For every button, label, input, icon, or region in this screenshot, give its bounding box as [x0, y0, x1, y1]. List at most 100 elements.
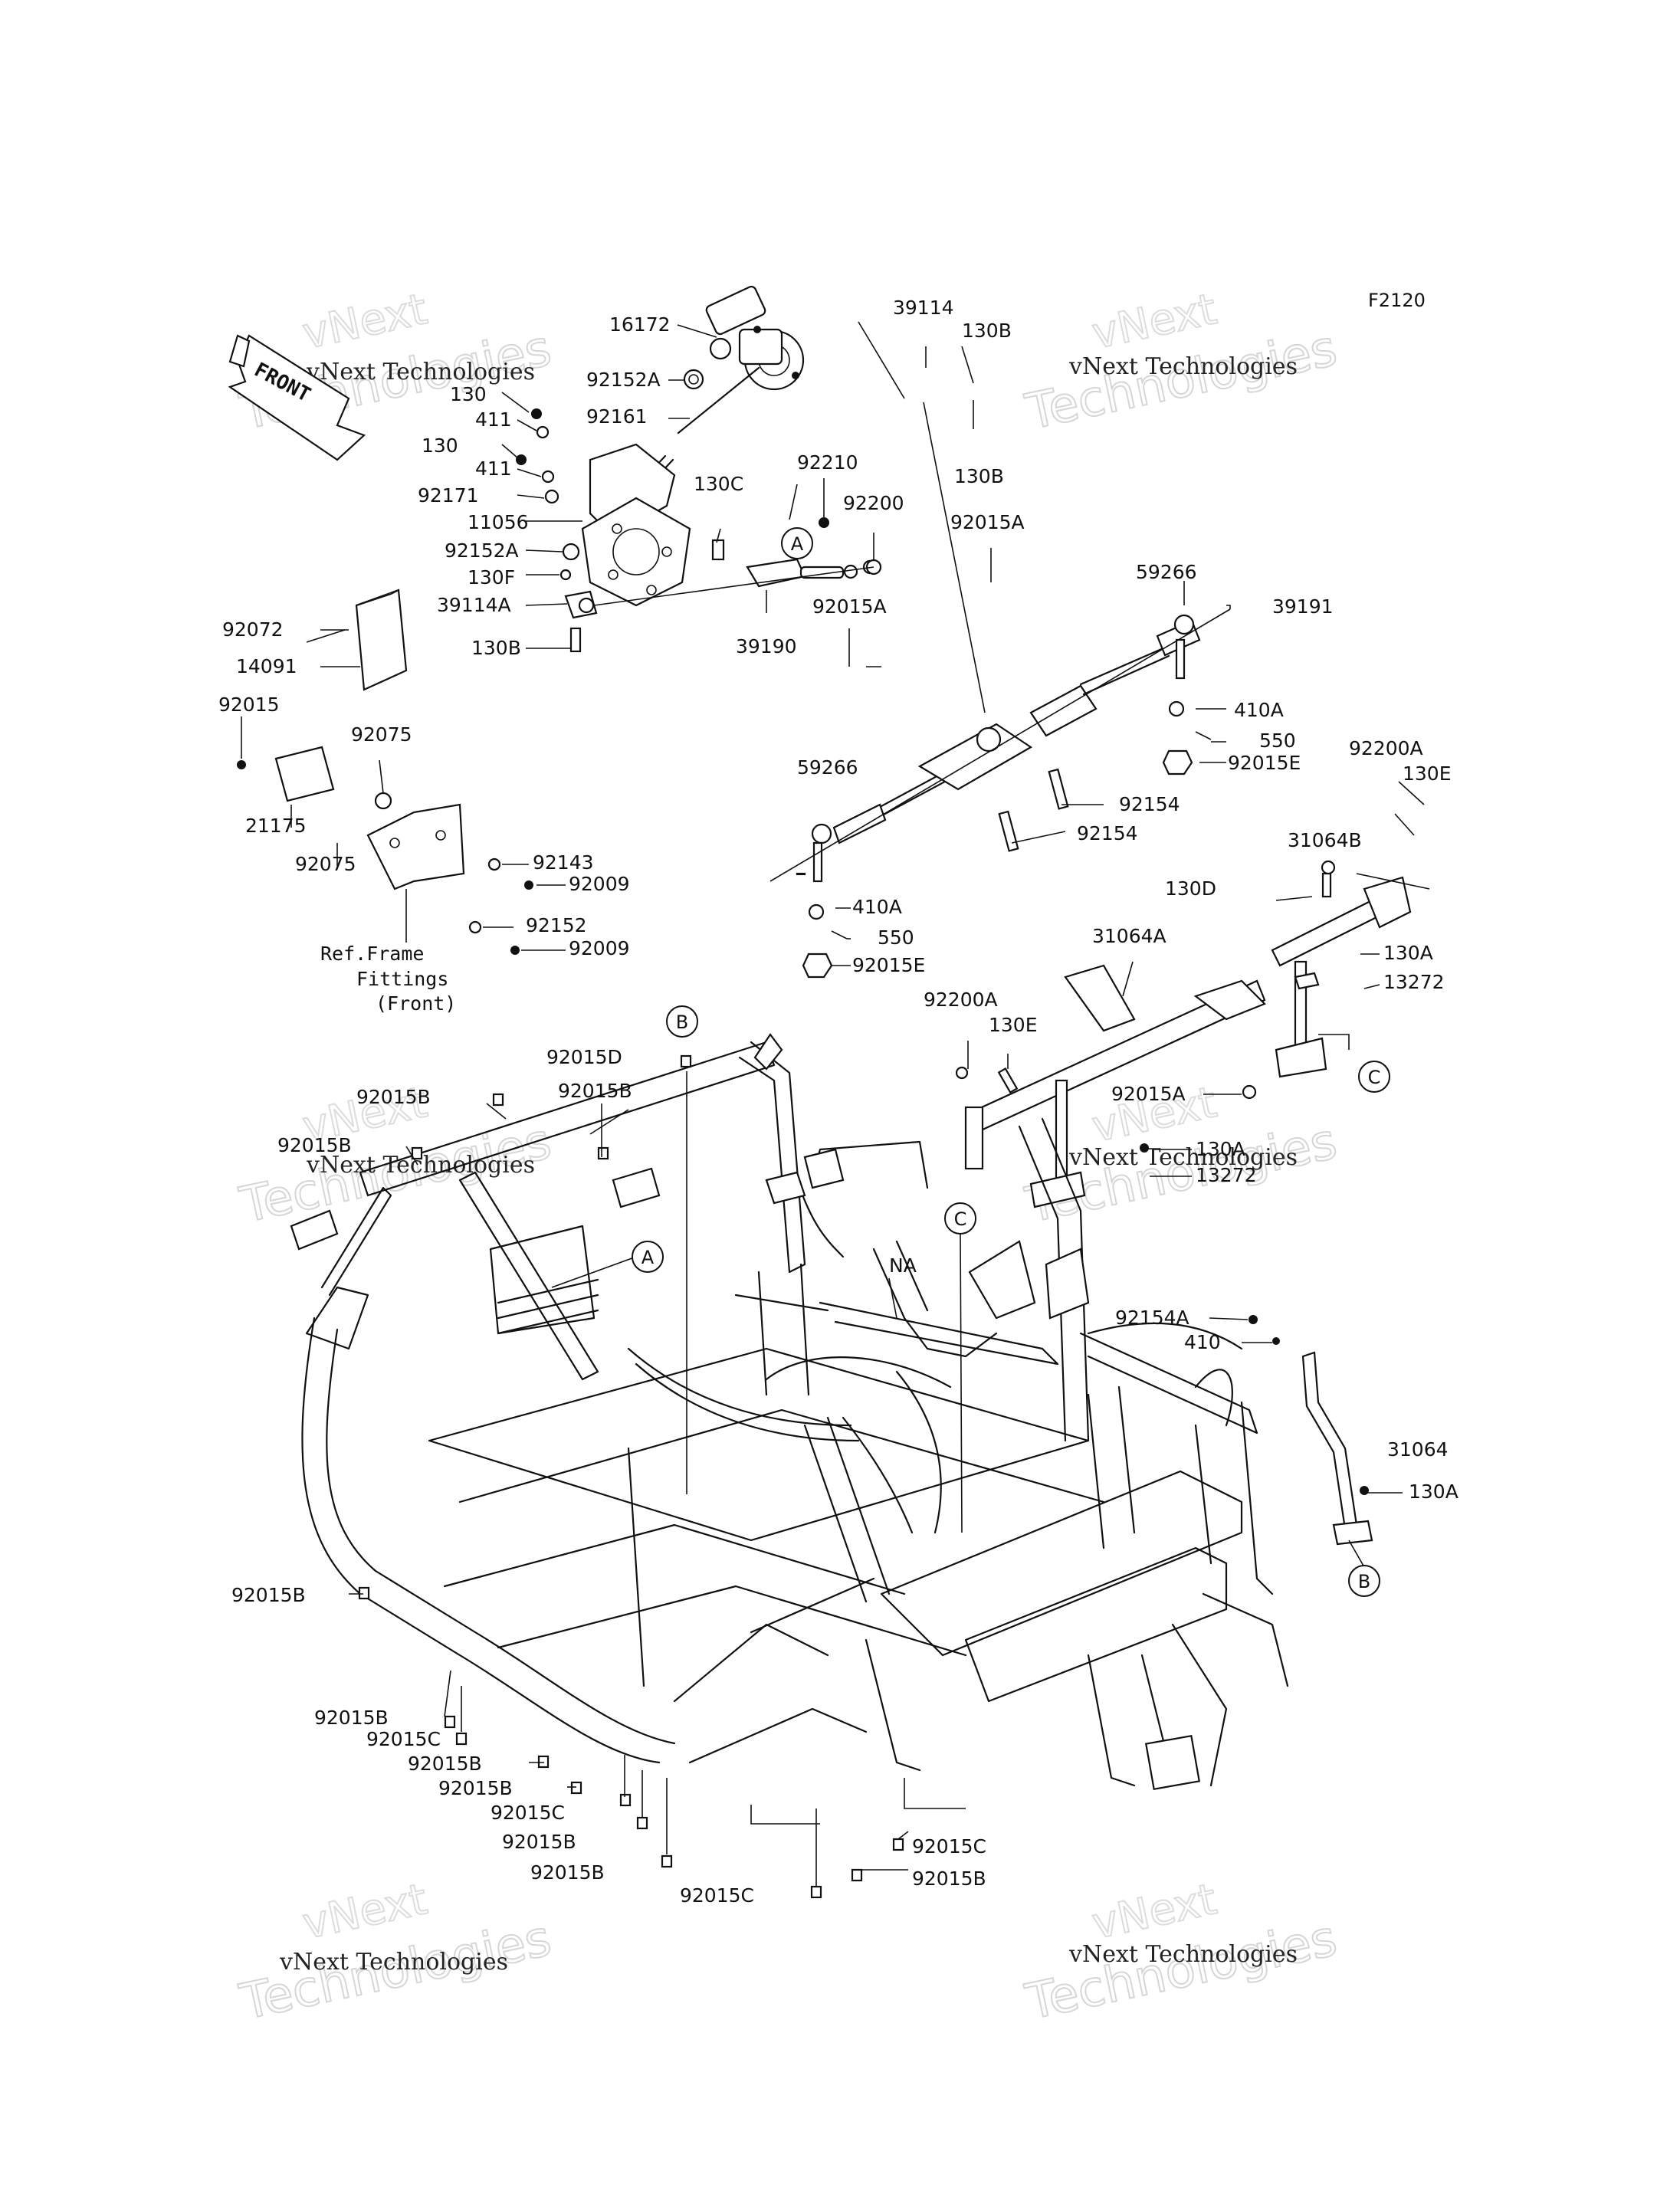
label-130c: 130C: [694, 473, 743, 495]
svg-text:B: B: [1358, 1571, 1370, 1592]
label-13272: 13272: [1383, 971, 1445, 993]
label-92015b: 92015B: [277, 1134, 352, 1156]
label-92152a: 92152A: [445, 539, 519, 562]
label-92200a: 92200A: [1349, 737, 1423, 759]
callout-circles: A A B B C C: [632, 527, 1390, 1597]
svg-text:vNext Technologies: vNext Technologies: [1068, 1941, 1298, 1968]
label-92152: 92152: [526, 914, 587, 936]
label-92015d: 92015D: [546, 1046, 622, 1068]
label-130b: 130B: [954, 465, 1004, 487]
label-130b: 130B: [962, 320, 1012, 342]
label-92015e: 92015E: [852, 954, 925, 976]
label-92015e: 92015E: [1228, 752, 1301, 774]
watermark-bottom-right: vNext Technologies vNext Technologies: [1020, 1874, 1343, 2032]
bracket-31064a: [955, 964, 1266, 1208]
frame-fasteners: [358, 1054, 904, 1899]
label-92015b: 92015B: [408, 1753, 482, 1775]
label-39114a: 39114A: [437, 594, 511, 616]
ref-note-line1: Ref.Frame: [320, 943, 424, 965]
label-550: 550: [1259, 730, 1296, 752]
label-92015b: 92015B: [558, 1080, 632, 1102]
label-92015b: 92015B: [912, 1867, 986, 1890]
watermark-bottom-left: vNext Technologies vNext Technologies: [235, 1874, 557, 2032]
callout-c-right: C: [1358, 1061, 1390, 1093]
ref-note-line2: Fittings: [356, 968, 448, 990]
bracket-31064: [1249, 1315, 1373, 1546]
callout-a-top: A: [781, 527, 813, 559]
label-130f: 130F: [468, 566, 515, 589]
label-92015c: 92015C: [680, 1884, 754, 1907]
part-labels: 16172 92152A 130 92161 411 130 411 92171…: [218, 297, 1459, 1907]
label-92161: 92161: [586, 405, 648, 428]
label-39190: 39190: [736, 635, 797, 657]
steering-rack: [769, 608, 1231, 979]
label-31064: 31064: [1387, 1438, 1449, 1461]
callout-a-frame: A: [632, 1241, 664, 1273]
label-92015a: 92015A: [950, 511, 1025, 533]
label-410a: 410A: [1234, 699, 1284, 721]
label-92015a: 92015A: [1111, 1083, 1186, 1105]
label-59266: 59266: [1136, 561, 1197, 583]
svg-text:C: C: [1368, 1067, 1381, 1088]
label-92075: 92075: [295, 853, 356, 875]
ecu-14091: [306, 589, 408, 691]
leader-lines: [241, 321, 1430, 1887]
label-130: 130: [450, 383, 487, 405]
label-130a: 130A: [1196, 1138, 1245, 1160]
label-31064a: 31064A: [1092, 925, 1166, 947]
main-frame: [290, 872, 1289, 1791]
steering-small-parts: [516, 408, 598, 653]
label-92009: 92009: [569, 873, 630, 895]
label-92015b: 92015B: [438, 1777, 513, 1799]
label-130a: 130A: [1409, 1481, 1459, 1503]
label-92154: 92154: [1119, 793, 1180, 815]
label-92015b: 92015B: [530, 1861, 605, 1884]
svg-text:vNext Technologies: vNext Technologies: [306, 359, 535, 385]
label-92015: 92015: [218, 694, 280, 716]
label-13272: 13272: [1196, 1164, 1257, 1186]
label-92200a: 92200A: [924, 989, 998, 1011]
callout-c-frame: C: [944, 1202, 976, 1235]
label-39191: 39191: [1272, 595, 1334, 618]
label-11056: 11056: [468, 511, 529, 533]
label-92143: 92143: [533, 851, 594, 874]
label-92015c: 92015C: [491, 1802, 565, 1824]
relay-bracket: [237, 746, 533, 955]
label-410: 410: [1184, 1331, 1221, 1353]
label-130e: 130E: [989, 1014, 1038, 1036]
steering-bracket: [581, 443, 691, 607]
callout-b-right: B: [1348, 1565, 1380, 1597]
label-92015b: 92015B: [502, 1831, 576, 1853]
label-411: 411: [475, 408, 512, 431]
label-31064b: 31064B: [1288, 829, 1362, 851]
label-92154a: 92154A: [1115, 1307, 1189, 1329]
front-arrow: FRONT: [228, 334, 366, 461]
label-92152a: 92152A: [586, 369, 661, 391]
label-16172: 16172: [609, 313, 671, 336]
label-130d: 130D: [1165, 877, 1216, 900]
svg-text:B: B: [676, 1012, 688, 1033]
label-92200: 92200: [843, 492, 904, 514]
label-130a: 130A: [1383, 942, 1433, 964]
svg-text:vNext Technologies: vNext Technologies: [279, 1949, 508, 1976]
label-92075: 92075: [351, 723, 412, 746]
label-92015a: 92015A: [812, 595, 887, 618]
label-92015c: 92015C: [912, 1835, 986, 1858]
label-411: 411: [475, 457, 512, 480]
label-92210: 92210: [797, 451, 858, 474]
label-130b: 130B: [471, 637, 521, 659]
label-92072: 92072: [222, 618, 284, 641]
label-na: NA: [889, 1254, 917, 1277]
svg-text:vNext Technologies: vNext Technologies: [1068, 353, 1298, 380]
label-92015b: 92015B: [231, 1584, 306, 1606]
callout-b-frame: B: [666, 1005, 698, 1038]
svg-text:vNext Technologies: vNext Technologies: [1068, 1144, 1298, 1171]
diagram-code: F2120: [1368, 290, 1426, 311]
label-39114: 39114: [893, 297, 954, 319]
label-14091: 14091: [236, 655, 297, 677]
ref-note-line3: (Front): [376, 992, 456, 1015]
svg-text:A: A: [641, 1247, 655, 1268]
label-130e: 130E: [1403, 762, 1452, 785]
label-21175: 21175: [245, 815, 307, 837]
